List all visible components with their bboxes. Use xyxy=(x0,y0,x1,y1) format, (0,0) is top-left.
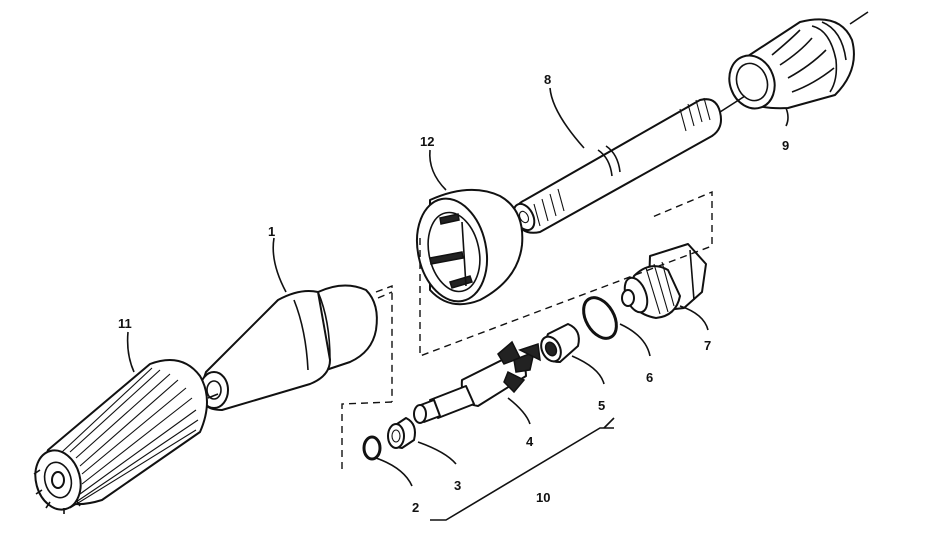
rotor-shaft-part xyxy=(413,340,541,424)
callout-5: 5 xyxy=(598,398,605,413)
callout-11: 11 xyxy=(118,316,132,331)
callout-10: 10 xyxy=(536,490,550,505)
ceramic-seat-part xyxy=(387,417,416,449)
threaded-inlet-part xyxy=(621,243,707,319)
rotor-bearing-part xyxy=(540,323,580,363)
ribbed-cap-part xyxy=(33,359,208,514)
nozzle-body-part xyxy=(199,284,378,411)
callout-7: 7 xyxy=(704,338,711,353)
callout-1: 1 xyxy=(268,224,275,239)
callout-2: 2 xyxy=(412,500,419,515)
coupling-nut-part xyxy=(728,11,869,110)
callout-labels: 1 2 3 4 5 6 7 8 9 10 11 12 xyxy=(118,72,789,515)
extension-tube-part xyxy=(512,95,746,234)
leader-lines xyxy=(126,87,789,521)
inner-housing-part xyxy=(416,188,524,306)
small-o-ring-part xyxy=(362,435,382,461)
callout-12: 12 xyxy=(420,134,434,149)
assembly-bracket-lines xyxy=(207,190,713,470)
callout-8: 8 xyxy=(544,72,551,87)
large-o-ring-part xyxy=(582,296,618,340)
callout-9: 9 xyxy=(782,138,789,153)
callout-6: 6 xyxy=(646,370,653,385)
callout-3: 3 xyxy=(454,478,461,493)
callout-4: 4 xyxy=(526,434,534,449)
